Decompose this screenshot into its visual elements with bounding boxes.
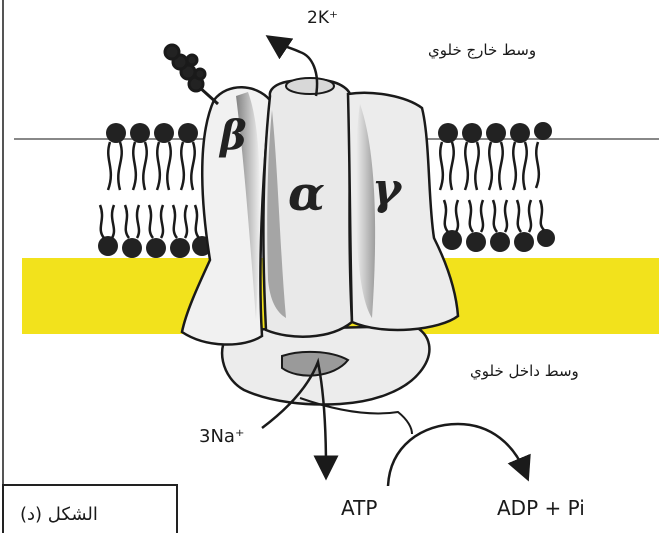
glycosylation-chain [165, 45, 218, 104]
adp-pi-label: ADP + Pi [497, 496, 585, 520]
lipid-bilayer-left [98, 123, 212, 258]
potassium-label: 2K⁺ [307, 8, 338, 28]
gamma-subunit-label: γ [372, 164, 401, 215]
channel-opening [286, 78, 334, 94]
lipid-bilayer-right [438, 122, 555, 252]
beta-subunit-label: β [220, 112, 247, 159]
atp-label: ATP [341, 496, 377, 520]
figure-caption: الشكل (د) [20, 504, 98, 525]
alpha-subunit-label: α [288, 166, 325, 222]
intracellular-label: وسط داخل خلوي [470, 362, 579, 380]
extracellular-label: وسط خارج خلوي [428, 41, 536, 59]
sodium-label: 3Na⁺ [199, 426, 244, 447]
atp-hydrolysis-arrow [388, 424, 524, 486]
figure-caption-box: الشكل (د) [2, 484, 178, 533]
